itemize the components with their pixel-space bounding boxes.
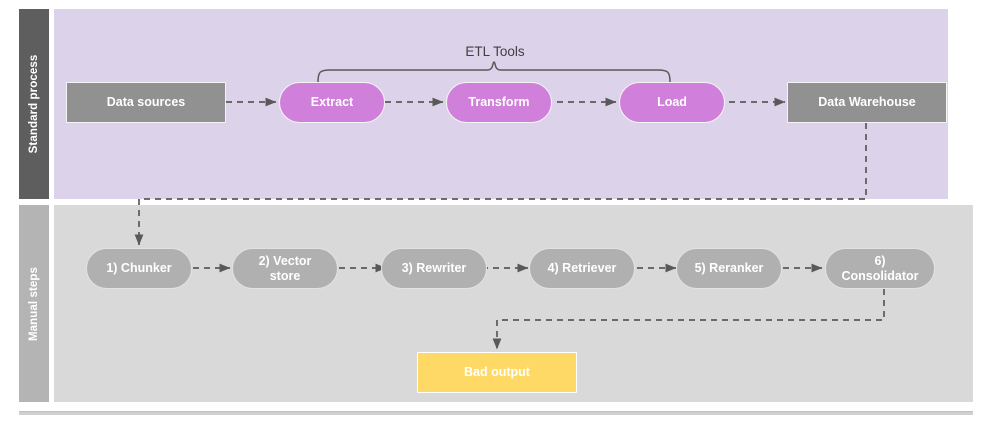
node-reranker[interactable]: 5) Reranker <box>676 248 782 289</box>
node-data-warehouse-label: Data Warehouse <box>818 95 916 110</box>
node-bad-output[interactable]: Bad output <box>417 352 577 393</box>
bottom-divider <box>19 411 973 415</box>
node-rewriter[interactable]: 3) Rewriter <box>381 248 487 289</box>
node-transform-label: Transform <box>468 95 530 110</box>
swimlane-label-manual-steps: Manual steps <box>19 205 49 402</box>
node-transform[interactable]: Transform <box>446 82 552 123</box>
node-data-sources-label: Data sources <box>106 95 186 110</box>
swimlane-label-manual-steps-text: Manual steps <box>28 266 40 341</box>
node-consolidator-label: 6)Consolidator <box>841 254 919 283</box>
node-load-label: Load <box>657 95 687 110</box>
etl-tools-label: ETL Tools <box>465 44 525 59</box>
node-chunker[interactable]: 1) Chunker <box>86 248 192 289</box>
node-data-warehouse[interactable]: Data Warehouse <box>787 82 947 123</box>
node-chunker-label: 1) Chunker <box>106 261 172 276</box>
node-reranker-label: 5) Reranker <box>694 261 764 276</box>
node-extract[interactable]: Extract <box>279 82 385 123</box>
node-rewriter-label: 3) Rewriter <box>401 261 467 276</box>
node-extract-label: Extract <box>310 95 354 110</box>
swimlane-label-standard-process: Standard process <box>19 9 49 199</box>
node-data-sources[interactable]: Data sources <box>66 82 226 123</box>
node-bad-output-label: Bad output <box>464 365 530 380</box>
node-load[interactable]: Load <box>619 82 725 123</box>
swimlane-label-standard-process-text: Standard process <box>28 54 40 154</box>
node-retriever[interactable]: 4) Retriever <box>529 248 635 289</box>
node-consolidator[interactable]: 6)Consolidator <box>825 248 935 289</box>
node-retriever-label: 4) Retriever <box>547 261 617 276</box>
